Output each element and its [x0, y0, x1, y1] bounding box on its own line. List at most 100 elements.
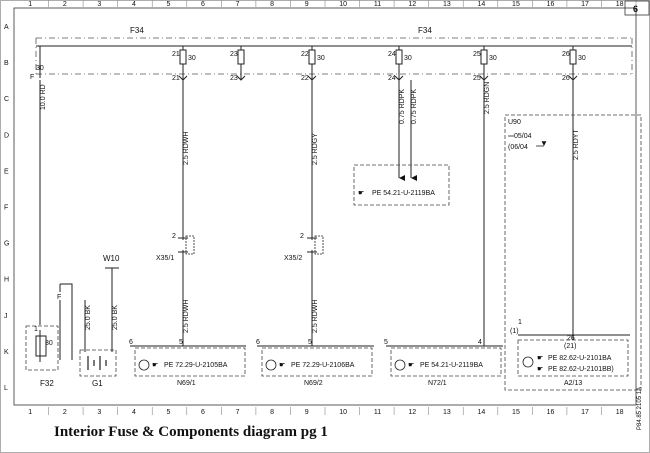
row-label-L: L [4, 385, 8, 392]
component-f32: 1 30 F F32 [25, 283, 73, 388]
page-marker [624, 0, 650, 16]
row-label-K: K [4, 349, 9, 356]
diagram-caption: Interior Fuse & Components diagram pg 1 [54, 424, 328, 440]
connector-x35-2: 2 X35/2 [284, 233, 324, 262]
col-bottom-label-9: 9 [305, 409, 309, 416]
col-top-label-1: 1 [28, 1, 32, 8]
f32-label: F32 [40, 379, 54, 388]
module-n69-1: 6 5 ☛ PE 72.29-U-2105BA N69/1 [129, 339, 246, 387]
fuse-terminal: 30 [578, 55, 586, 62]
fuse-bottom-number: 24 [388, 75, 396, 82]
connector-x35-1: 2 X35/1 [156, 233, 195, 262]
col-bottom-label-1: 1 [28, 409, 32, 416]
row-label-D: D [4, 132, 9, 139]
bus-label-right: F34 [418, 26, 432, 35]
col-top-label-3: 3 [97, 1, 101, 8]
col-bottom-label-7: 7 [236, 409, 240, 416]
n69-1-label: N69/1 [177, 380, 196, 387]
col-top-label-2: 2 [63, 1, 67, 8]
a2-13-label: A2/13 [564, 380, 582, 387]
n72-1-label: N72/1 [428, 380, 447, 387]
row-label-J: J [4, 313, 8, 320]
a2-13-ref2: PE 82.62-U-2101BB) [548, 366, 614, 373]
f32-pin: 1 [34, 326, 38, 333]
row-label-E: E [4, 168, 9, 175]
col-top-label-17: 17 [581, 1, 589, 8]
fuse-top-number: 23 [230, 51, 238, 58]
fuse-top-number: 26 [562, 51, 570, 58]
corner-code: P84.85 2105 1A [637, 387, 643, 430]
fuse-bottom-number: 22 [301, 75, 309, 82]
variant-pin1: 1 [518, 319, 522, 326]
row-label-C: C [4, 96, 9, 103]
col-bottom-label-3: 3 [97, 409, 101, 416]
fuse-terminal: 30 [188, 55, 196, 62]
col-top-label-12: 12 [408, 1, 416, 8]
g1-wire-b: 25.0 BK [112, 305, 119, 330]
a2-13-pin-sub: (21) [564, 343, 576, 350]
fuse-24: 24 30 24 [388, 46, 412, 82]
module-n72-1: 5 4 ☛ PE 54.21-U-2119BA N72/1 [384, 339, 503, 387]
row-label-A: A [4, 24, 9, 31]
n69-2-pin: 5 [308, 339, 312, 346]
wire-label-1-upper: 2.5 RDWH [183, 132, 190, 165]
col-top-label-11: 11 [374, 1, 381, 8]
fuse-terminal: 30 [317, 55, 325, 62]
n69-2-label: N69/2 [304, 380, 323, 387]
fuse-top-number: 22 [301, 51, 309, 58]
f32-term: 30 [45, 340, 53, 347]
component-g1: 25.0 BK 25.0 BK G1 [79, 280, 119, 388]
bus-terminal: 30 [36, 65, 44, 72]
col-top-label-6: 6 [201, 1, 205, 8]
col-bottom-label-6: 6 [201, 409, 205, 416]
wire-label-3a: 0.75 RDPK [399, 89, 406, 124]
module-a2-13: 26 (21) ☛ PE 82.62-U-2101BA ☛ PE 82.62-U… [517, 334, 630, 387]
fuse-terminal: 30 [489, 55, 497, 62]
n72-1-icon: ☛ [408, 362, 414, 369]
col-top-label-13: 13 [443, 1, 451, 8]
col-top-label-14: 14 [478, 1, 486, 8]
col-bottom-label-11: 11 [374, 409, 381, 416]
fuse-22: 22 30 22 [301, 46, 325, 82]
col-bottom-label-18: 18 [616, 409, 624, 416]
bus-f-label: F [30, 74, 34, 81]
variant-from: 05/04 [514, 133, 532, 140]
fuse-top-number: 21 [172, 51, 180, 58]
row-label-B: B [4, 60, 9, 67]
n72-1-pin-left: 5 [384, 339, 388, 346]
col-bottom-label-8: 8 [270, 409, 274, 416]
g1-wire-a: 25.0 BK [85, 305, 92, 330]
f32-f: F [57, 294, 61, 301]
col-top-label-8: 8 [270, 1, 274, 8]
wire-label-2-lower: 2.5 RDWH [312, 300, 319, 333]
w10-label: W10 [103, 254, 120, 263]
col-bottom-label-12: 12 [408, 409, 416, 416]
fuse-bottom-number: 25 [473, 75, 481, 82]
a2-13-pin: 26 [567, 335, 575, 342]
fuse-top-number: 24 [388, 51, 396, 58]
variant-code: U90 [508, 119, 521, 126]
col-top-label-5: 5 [167, 1, 171, 8]
a2-13-icon: ☛ [537, 355, 543, 362]
x35-2-label: X35/2 [284, 255, 302, 262]
variant-box: U90 05/04 (06/04 1 (1) [504, 114, 642, 391]
col-top-label-16: 16 [547, 1, 555, 8]
col-bottom-label-2: 2 [63, 409, 67, 416]
pe-box-ref: PE 54.21-U-2119BA [372, 190, 435, 197]
n69-2-pin-left: 6 [256, 339, 260, 346]
wire-label-3b: 0.75 RDPK [411, 89, 418, 124]
n69-1-pin: 5 [179, 339, 183, 346]
fuse-terminal: 30 [404, 55, 412, 62]
bus-label-left: F34 [130, 26, 144, 35]
col-bottom-label-5: 5 [167, 409, 171, 416]
g1-label: G1 [92, 379, 103, 388]
x35-1-pin: 2 [172, 233, 176, 240]
wire-label-1-lower: 2.5 RDWH [183, 300, 190, 333]
row-label-G: G [4, 241, 9, 248]
